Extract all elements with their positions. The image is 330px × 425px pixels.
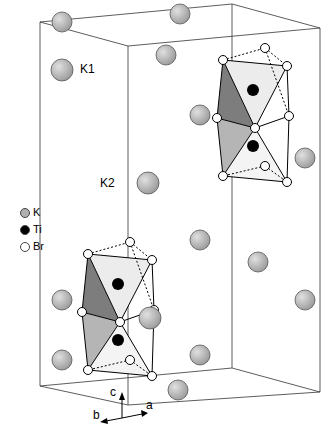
legend-text: Ti: [33, 224, 42, 235]
legend-row: Ti: [20, 224, 42, 235]
atom-label: K2: [100, 177, 115, 189]
atom-label: K1: [80, 63, 95, 75]
axis-label: c: [110, 386, 116, 398]
legend-text: K: [33, 207, 40, 218]
legend-text: Br: [33, 241, 44, 252]
legend-row: K: [20, 207, 40, 218]
axis-label: b: [93, 409, 100, 421]
legend-swatch: [20, 225, 30, 235]
legend-row: Br: [20, 241, 44, 252]
legend-swatch: [20, 242, 30, 252]
axis-label: a: [146, 399, 153, 411]
legend-swatch: [20, 208, 30, 218]
